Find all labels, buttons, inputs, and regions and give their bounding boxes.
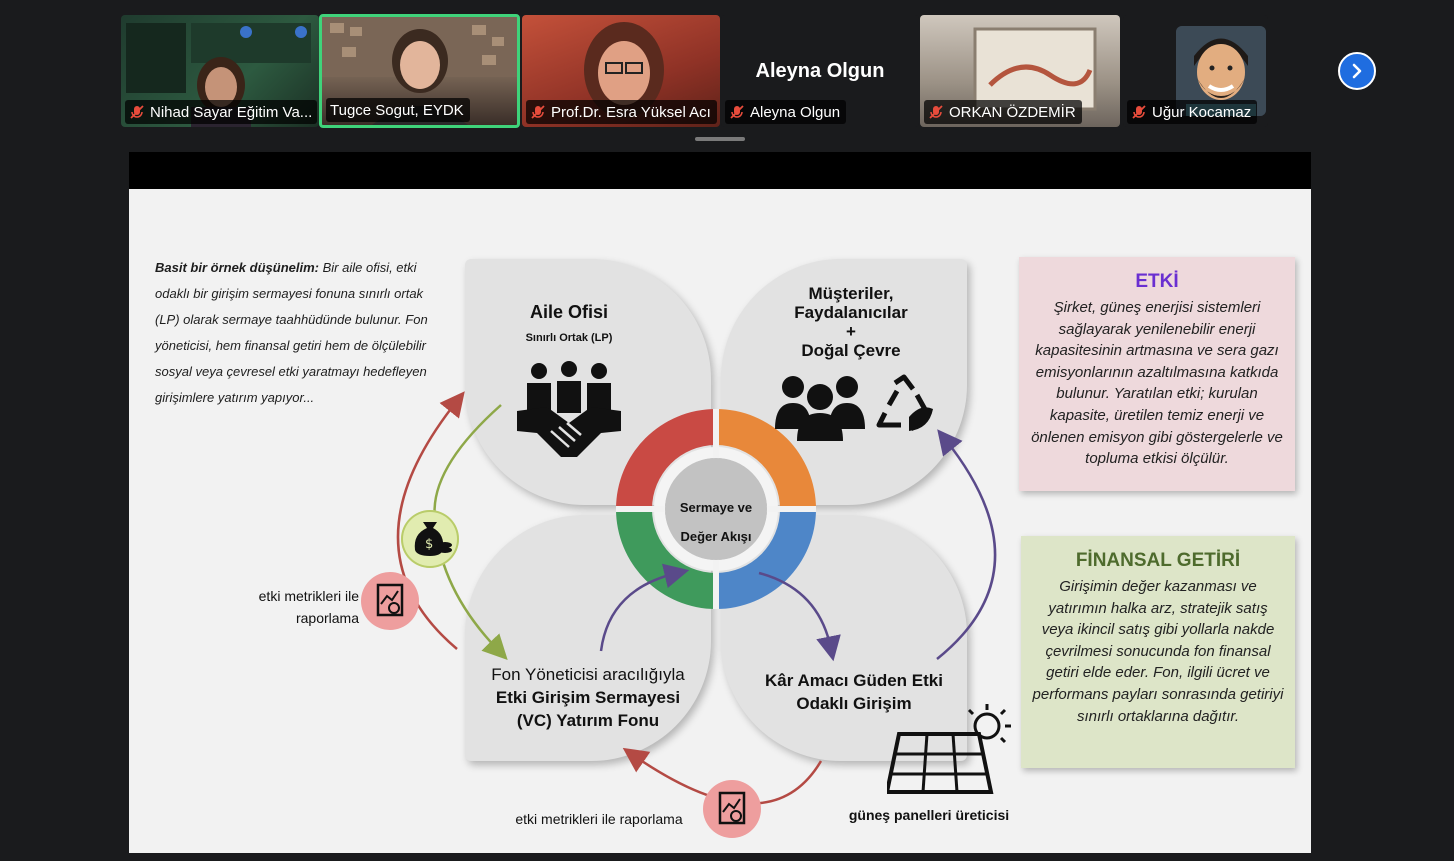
financial-return-title: FİNANSAL GETİRİ: [1075, 550, 1241, 571]
report-chart-icon: [361, 572, 419, 630]
financial-return-box: FİNANSAL GETİRİ Girişimin değer kazanmas…: [1021, 536, 1295, 768]
participant-name: Uğur Kocamaz: [1127, 100, 1258, 124]
participant-name: ORKAN ÖZDEMİR: [924, 100, 1082, 124]
mic-muted-icon: [531, 105, 545, 119]
intro-text: Basit bir örnek düşünelim: Bir aile ofis…: [155, 260, 428, 405]
q3-title: Fon Yöneticisi aracılığıyla Etki Girişim…: [491, 665, 685, 730]
bottom-bar: [0, 853, 1454, 861]
people-group-icon: [775, 376, 865, 441]
participant-tile-active[interactable]: Tugce Sogut, EYDK: [319, 14, 520, 128]
impact-box: ETKİ Şirket, güneş enerjisi sistemleri s…: [1019, 257, 1295, 491]
participant-tile[interactable]: Uğur Kocamaz: [1123, 15, 1268, 127]
financial-return-text: Girişimin değer kazanması ve yatırımın h…: [1032, 578, 1284, 725]
mic-muted-icon: [929, 105, 943, 119]
participant-name: Nihad Sayar Eğitim Va...: [125, 100, 317, 124]
participant-name: Prof.Dr. Esra Yüksel Acı: [526, 100, 717, 124]
handshake-team-icon: [517, 361, 621, 457]
q4-title: Kâr Amacı Güden Etki Odaklı Girişim: [765, 671, 943, 713]
bottom-report-label: etki metrikleri ile raporlama: [515, 811, 683, 827]
q1-subtitle: Sınırlı Ortak (LP): [525, 332, 613, 344]
mic-muted-icon: [730, 105, 744, 119]
impact-title: ETKİ: [1135, 271, 1179, 292]
participant-video: [973, 27, 1097, 111]
participant-video: [584, 22, 664, 118]
presentation-slide: Basit bir örnek düşünelim: Bir aile ofis…: [129, 189, 1311, 853]
participant-tile[interactable]: Nihad Sayar Eğitim Va...: [121, 15, 319, 127]
left-report-label: etki metrikleri ile raporlama: [258, 588, 359, 626]
participant-tile[interactable]: Prof.Dr. Esra Yüksel Acı: [522, 15, 720, 127]
q1-title: Aile Ofisi: [529, 302, 609, 322]
chevron-right-icon: [1352, 63, 1362, 79]
q2-title: Müşteriler, Faydalanıcılar + Doğal Çevre: [794, 284, 908, 360]
shared-screen: Basit bir örnek düşünelim: Bir aile ofis…: [129, 152, 1311, 853]
solar-panel-icon: [887, 704, 1011, 794]
recycle-icon: [876, 374, 933, 431]
participant-name: Aleyna Olgun: [725, 100, 847, 124]
capital-flow-ring: [616, 409, 816, 609]
svg-text:$: $: [425, 537, 433, 552]
report-chart-icon: [703, 780, 761, 838]
participant-display-name: Aleyna Olgun: [755, 60, 885, 82]
next-participants-button[interactable]: [1338, 52, 1376, 90]
participant-name: Tugce Sogut, EYDK: [326, 98, 470, 122]
center-label: Sermaye ve Değer Akışı: [679, 500, 753, 544]
mic-muted-icon: [130, 105, 144, 119]
mic-muted-icon: [1132, 105, 1146, 119]
participant-tile[interactable]: Aleyna Olgun Aleyna Olgun: [721, 15, 919, 127]
solar-label: güneş panelleri üreticisi: [848, 807, 1010, 823]
strip-resize-handle[interactable]: [695, 137, 745, 141]
money-bag-icon: $: [401, 510, 459, 568]
participant-tile[interactable]: ORKAN ÖZDEMİR: [920, 15, 1120, 127]
impact-text: Şirket, güneş enerjisi sistemleri sağlay…: [1031, 299, 1283, 468]
